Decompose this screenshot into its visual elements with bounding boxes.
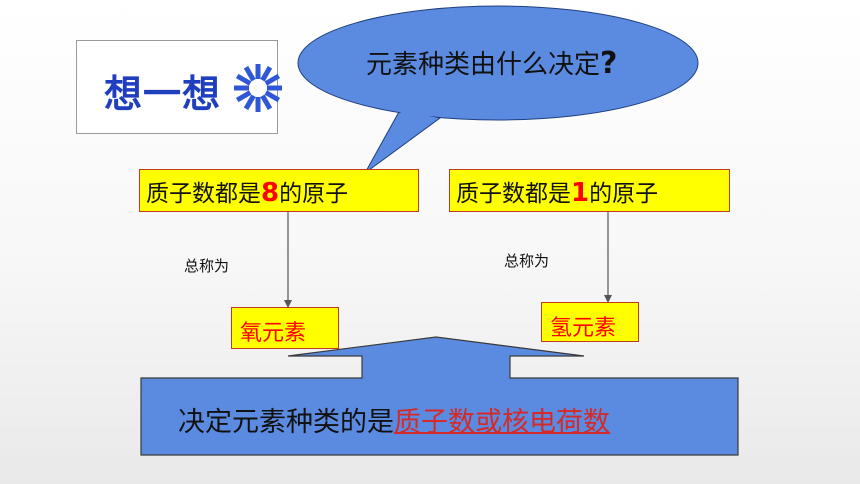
conclusion-highlight: 质子数或核电荷数 — [394, 407, 610, 438]
called-text-left: 总称为 — [184, 257, 230, 275]
spinning-sparkle-icon — [234, 64, 282, 112]
label-prefix: 质子数都是 — [456, 181, 571, 207]
element-oxygen: 氧元素 — [231, 307, 339, 349]
bubble-question-mark: ? — [600, 46, 618, 81]
bubble-question: 元素种类由什么决定? — [366, 44, 617, 81]
conclusion-arrow — [140, 336, 739, 456]
label-proton-8: 质子数都是8的原子 — [139, 169, 419, 212]
element-hydrogen: 氢元素 — [541, 302, 639, 342]
arrowhead-left — [284, 300, 292, 308]
label-prefix: 质子数都是 — [146, 181, 261, 207]
called-text-right: 总称为 — [504, 252, 550, 270]
conclusion-prefix: 决定元素种类的是 — [178, 407, 394, 438]
label-suffix: 的原子 — [279, 181, 349, 207]
think-label: 想一想 — [104, 72, 222, 116]
label-suffix: 的原子 — [589, 181, 659, 207]
label-proton-1: 质子数都是1的原子 — [449, 169, 730, 212]
bubble-question-text: 元素种类由什么决定 — [366, 50, 601, 80]
conclusion: 决定元素种类的是质子数或核电荷数 — [178, 400, 610, 439]
speech-bubble-body — [297, 5, 699, 121]
label-number: 1 — [571, 178, 590, 208]
label-number: 8 — [261, 178, 280, 208]
arrowhead-right — [604, 295, 612, 303]
